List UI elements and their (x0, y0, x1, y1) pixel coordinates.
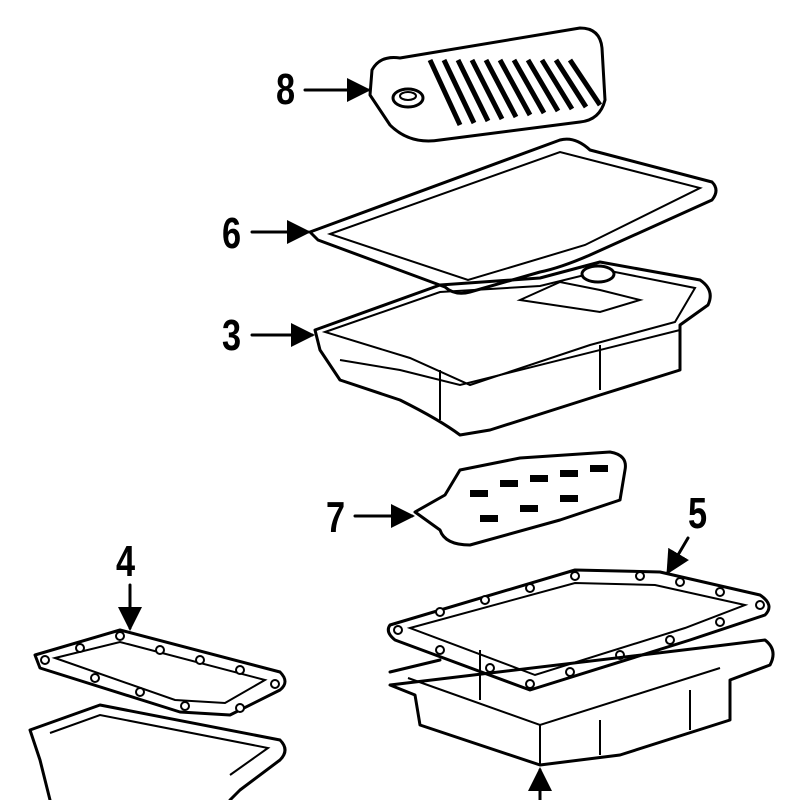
filter-slot (511, 58, 547, 115)
bolt-hole (75, 643, 85, 653)
callout-8: 8 (276, 65, 296, 114)
filter-slot (427, 58, 463, 127)
filter-part-7 (353, 450, 627, 547)
bolt-hole (40, 655, 50, 665)
bolt-hole (180, 701, 190, 711)
bolt-hole (435, 607, 445, 617)
filter-slot (553, 58, 589, 109)
callout-4: 4 (116, 537, 136, 586)
callout-3: 3 (222, 311, 242, 360)
bolt-hole (715, 617, 725, 627)
bolt-hole (155, 645, 165, 655)
filter-slot (455, 58, 491, 123)
bolt-hole (135, 687, 145, 697)
bolt-hole (270, 679, 280, 689)
filter-slot (500, 480, 518, 487)
bolt-hole (525, 583, 535, 593)
filter-slot (520, 505, 538, 512)
filter-slot (470, 490, 488, 497)
filter-part-8 (303, 26, 607, 143)
bolt-hole (90, 673, 100, 683)
callout-7: 7 (326, 493, 346, 542)
filter-slot (441, 58, 477, 125)
gasket-part-4 (33, 583, 287, 717)
filter-slot (480, 515, 498, 522)
oil-pan-left (28, 703, 287, 800)
filter-slot (530, 475, 548, 482)
leader-arrow-5 (666, 536, 690, 575)
bolt-hole (480, 595, 490, 605)
bolt-hole (235, 703, 245, 713)
filter-slot (497, 58, 533, 117)
bolt-hole (525, 679, 535, 689)
bolt-hole (635, 571, 645, 581)
bolt-hole (115, 631, 125, 641)
filter-slot (469, 58, 505, 121)
callout-5: 5 (688, 489, 708, 538)
oil-pan-part-3 (250, 260, 712, 437)
gasket-part-5 (386, 536, 771, 692)
bolt-hole (435, 645, 445, 655)
filter-slot (590, 465, 608, 472)
filter-slot (567, 58, 603, 107)
oil-pan-right (388, 638, 775, 800)
bolt-hole (715, 587, 725, 597)
bolt-hole (393, 625, 403, 635)
bolt-hole (665, 635, 675, 645)
bolt-hole (565, 667, 575, 677)
filter-slot (525, 58, 561, 113)
filter-slot (539, 58, 575, 111)
bolt-hole (755, 600, 765, 610)
filter-slot (483, 58, 519, 119)
callout-6: 6 (222, 209, 242, 258)
filter-slot (560, 470, 578, 477)
bolt-hole (570, 571, 580, 581)
bolt-hole (485, 663, 495, 673)
bolt-hole (235, 665, 245, 675)
bolt-hole (675, 577, 685, 587)
filter-slot (560, 495, 578, 502)
bolt-hole (195, 655, 205, 665)
gasket-part-6 (250, 137, 718, 295)
